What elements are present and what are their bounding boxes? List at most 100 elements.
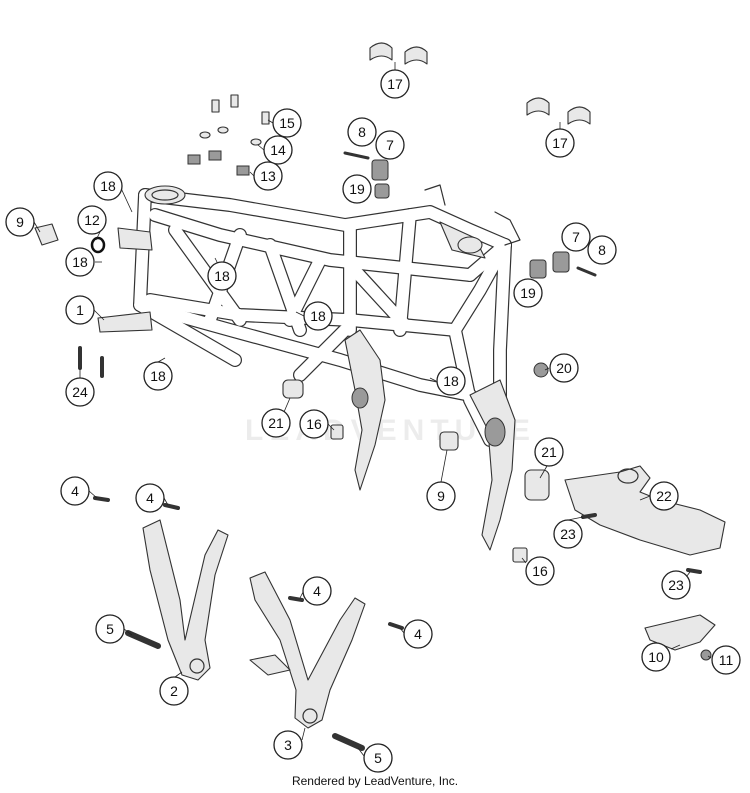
svg-text:12: 12 [84,212,100,228]
callout-23-right: 23 [661,570,691,600]
callout-4-c: 4 [302,576,332,606]
callout-18-d: 18 [303,301,333,331]
svg-text:21: 21 [541,444,557,460]
callout-17-upper: 17 [380,69,410,99]
callout-18-b: 18 [65,247,95,277]
callout-1: 1 [65,295,95,325]
callout-11: 11 [711,645,741,675]
callout-5-left: 5 [95,614,125,644]
svg-text:17: 17 [552,135,568,151]
bushings-13[interactable] [187,150,250,176]
nut-11[interactable] [700,649,712,661]
bolt-4-c[interactable] [288,596,304,602]
callout-12: 12 [77,205,107,235]
callout-3: 3 [273,730,303,760]
footer-credit: Rendered by LeadVenture, Inc. [291,774,459,788]
callout-22: 22 [649,481,679,511]
callout-18-f: 18 [436,366,466,396]
bolt-5-a[interactable] [125,630,161,649]
svg-text:18: 18 [100,178,116,194]
callout-10: 10 [641,642,671,672]
svg-text:15: 15 [279,115,295,131]
screws-15[interactable] [211,94,270,125]
callout-8-lower: 8 [587,235,617,265]
callout-18-a: 18 [93,171,123,201]
callout-16-right: 16 [525,556,555,586]
svg-text:17: 17 [387,76,403,92]
callout-17-right: 17 [545,128,575,158]
svg-text:5: 5 [106,621,114,637]
svg-text:21: 21 [268,415,284,431]
grommet-21-left[interactable] [282,379,304,399]
svg-text:14: 14 [270,142,286,158]
callout-21-right: 21 [534,437,564,467]
svg-text:7: 7 [386,137,394,153]
washers-14[interactable] [199,126,262,146]
rubber-bumper-17-right[interactable] [526,97,591,125]
callout-4-b: 4 [135,483,165,513]
svg-text:4: 4 [414,626,422,642]
rubber-mount-19-lower[interactable] [529,259,547,279]
bolt-4-a[interactable] [93,496,110,502]
cap-9-lower[interactable] [439,431,459,451]
chain-guide-10[interactable] [644,614,716,651]
svg-text:1: 1 [76,302,84,318]
svg-text:5: 5 [374,750,382,766]
callout-20: 20 [549,353,579,383]
sleeve-16-right[interactable] [512,547,528,563]
callout-21-left: 21 [261,408,291,438]
bolts-23[interactable] [581,513,702,574]
leader-lines [33,62,712,757]
callout-19-lower: 19 [513,278,543,308]
svg-text:8: 8 [598,242,606,258]
callout-8-upper: 8 [347,117,377,147]
svg-text:13: 13 [260,168,276,184]
callout-18-e: 18 [143,361,173,391]
svg-text:18: 18 [150,368,166,384]
rubber-bumper-17-left[interactable] [369,42,428,65]
callout-24: 24 [65,377,95,407]
cap-9-left[interactable] [34,223,59,246]
footrest-bracket-3[interactable] [249,571,366,729]
o-ring-12[interactable] [90,236,106,254]
callout-18-c: 18 [207,261,237,291]
callout-15: 15 [272,108,302,138]
svg-text:8: 8 [358,124,366,140]
callout-9-left: 9 [5,207,35,237]
svg-text:24: 24 [72,384,88,400]
sensor-bracket[interactable] [117,227,153,251]
callout-19-upper: 19 [342,174,372,204]
bolt-4-b[interactable] [163,503,180,510]
callout-4-a: 4 [60,476,90,506]
bolt-4-d[interactable] [388,622,404,630]
rubber-mount-7-lower[interactable] [552,251,570,273]
bolt-5-b[interactable] [332,733,365,751]
svg-text:4: 4 [71,483,79,499]
grommet-21-right[interactable] [524,469,550,501]
bolt-8-upper[interactable] [343,151,370,160]
svg-text:10: 10 [648,649,664,665]
bolt-8-lower[interactable] [576,266,597,277]
svg-text:4: 4 [313,583,321,599]
bolts-24[interactable] [78,346,104,378]
footrest-bracket-2[interactable] [142,519,229,681]
bracket-22[interactable] [564,465,726,556]
callout-16-left: 16 [299,409,329,439]
svg-text:18: 18 [443,373,459,389]
svg-text:22: 22 [656,488,672,504]
callout-7-lower: 7 [561,222,591,252]
svg-text:18: 18 [214,268,230,284]
rubber-mount-7-upper[interactable] [371,159,389,181]
callout-4-d: 4 [403,619,433,649]
svg-text:9: 9 [437,488,445,504]
callout-9-lower: 9 [426,481,456,511]
part-20[interactable] [533,362,549,378]
callout-13: 13 [253,161,283,191]
sleeve-16-left[interactable] [330,424,344,440]
rubber-mount-19-upper[interactable] [374,183,390,199]
svg-text:23: 23 [668,577,684,593]
callout-7-upper: 7 [375,130,405,160]
svg-text:16: 16 [532,563,548,579]
svg-text:11: 11 [719,652,734,668]
